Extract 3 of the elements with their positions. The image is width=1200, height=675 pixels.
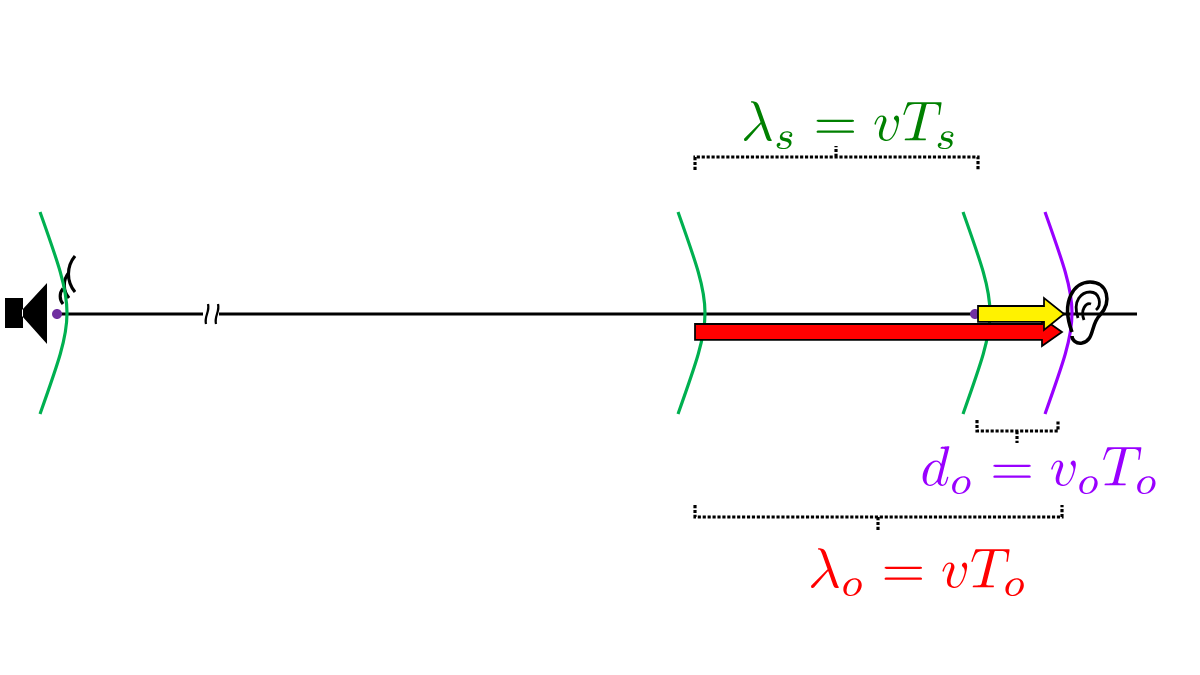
formula: $d_o = v_oT_o$ — [922, 446, 1156, 495]
formula: $\lambda_s = vT_s$ — [744, 101, 954, 150]
formula: $\lambda_o = vT_o$ — [811, 548, 1024, 597]
